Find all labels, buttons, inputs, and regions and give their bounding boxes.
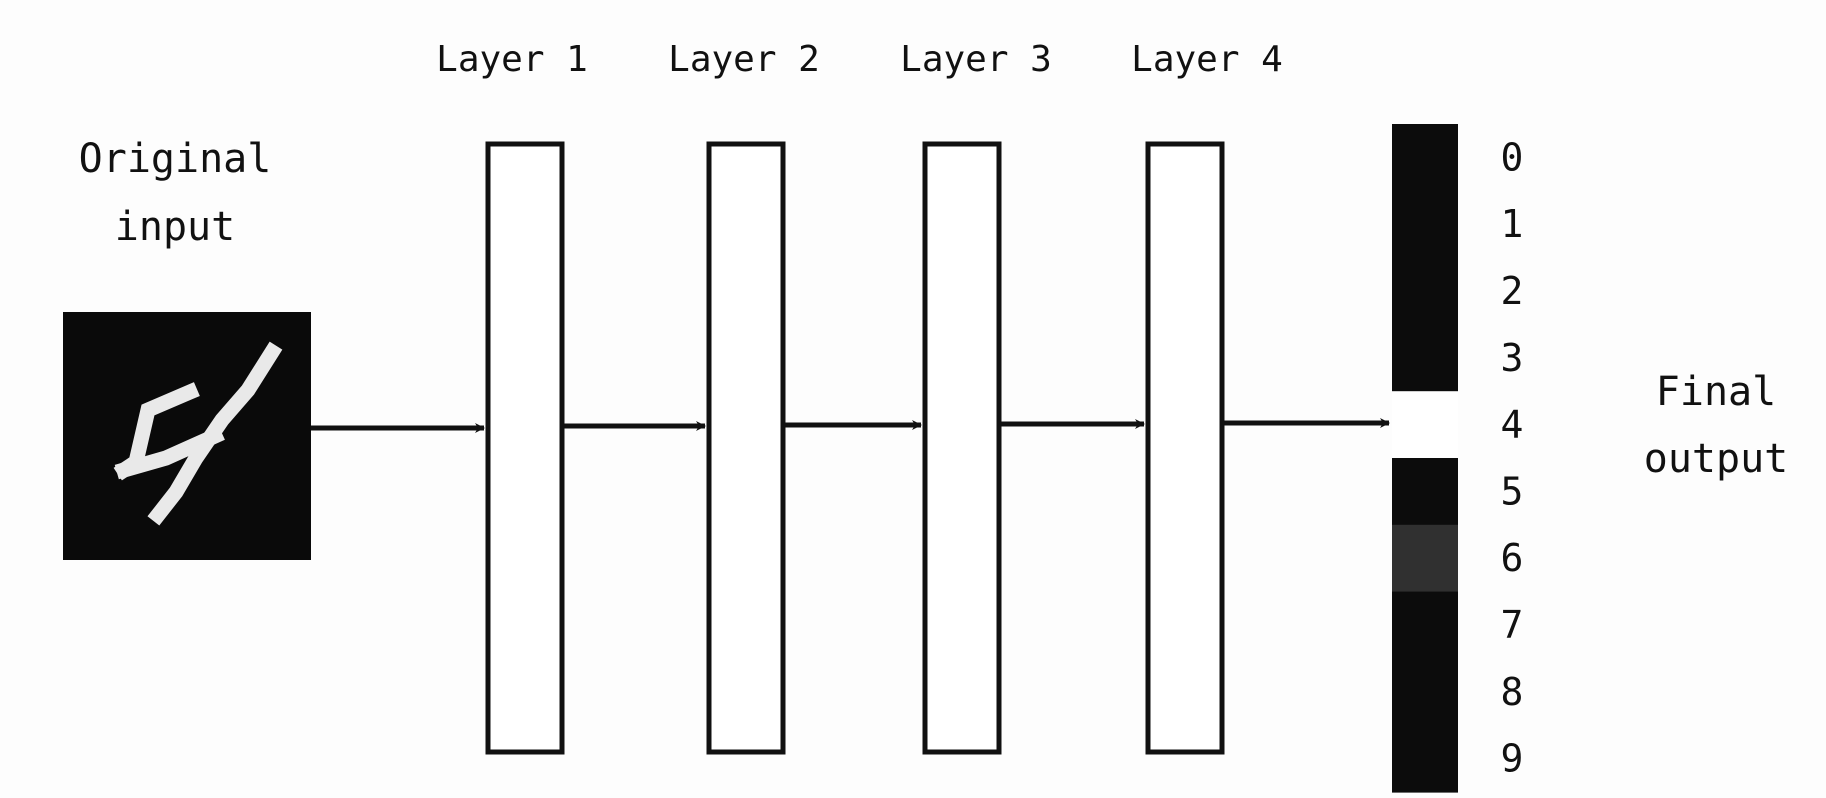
output-label-2: 2 bbox=[1501, 269, 1524, 313]
output-label-9: 9 bbox=[1501, 737, 1524, 781]
layer-4-label: Layer 4 bbox=[1131, 39, 1283, 80]
layer-1-box bbox=[485, 141, 565, 755]
output-label-3: 3 bbox=[1501, 336, 1524, 380]
output-label-8: 8 bbox=[1501, 670, 1524, 714]
output-label-0: 0 bbox=[1501, 135, 1524, 179]
output-cell-4 bbox=[1392, 391, 1458, 459]
input-title-line2: input bbox=[115, 204, 235, 250]
output-label-5: 5 bbox=[1501, 469, 1524, 513]
output-cell-7 bbox=[1392, 591, 1458, 659]
layer-2-box bbox=[706, 141, 786, 755]
output-cell-5 bbox=[1392, 458, 1458, 526]
output-title-line1: Final bbox=[1656, 369, 1776, 415]
input-title-line1: Original bbox=[79, 136, 272, 182]
input-image bbox=[63, 312, 311, 560]
output-title-line2: output bbox=[1644, 436, 1789, 482]
layer-1-label: Layer 1 bbox=[436, 39, 588, 80]
layer-3-box bbox=[922, 141, 1002, 755]
output-label-6: 6 bbox=[1501, 536, 1524, 580]
output-activation-column bbox=[1392, 124, 1458, 793]
output-cell-0 bbox=[1392, 124, 1458, 192]
layer-3-label: Layer 3 bbox=[900, 39, 1052, 80]
handwritten-digit-4 bbox=[113, 341, 283, 526]
output-cell-9 bbox=[1392, 725, 1458, 793]
output-cell-3 bbox=[1392, 324, 1458, 392]
output-cell-1 bbox=[1392, 190, 1458, 259]
output-cell-2 bbox=[1392, 257, 1458, 325]
output-class-labels: 0 1 2 3 4 5 6 7 8 9 bbox=[1501, 135, 1524, 780]
layer-2-label: Layer 2 bbox=[668, 39, 820, 80]
layer-4-box bbox=[1145, 141, 1225, 755]
output-label-4: 4 bbox=[1501, 403, 1524, 447]
output-label-1: 1 bbox=[1501, 202, 1524, 246]
output-label-7: 7 bbox=[1501, 603, 1524, 647]
output-cell-8 bbox=[1392, 658, 1458, 726]
output-cell-6 bbox=[1392, 524, 1458, 593]
